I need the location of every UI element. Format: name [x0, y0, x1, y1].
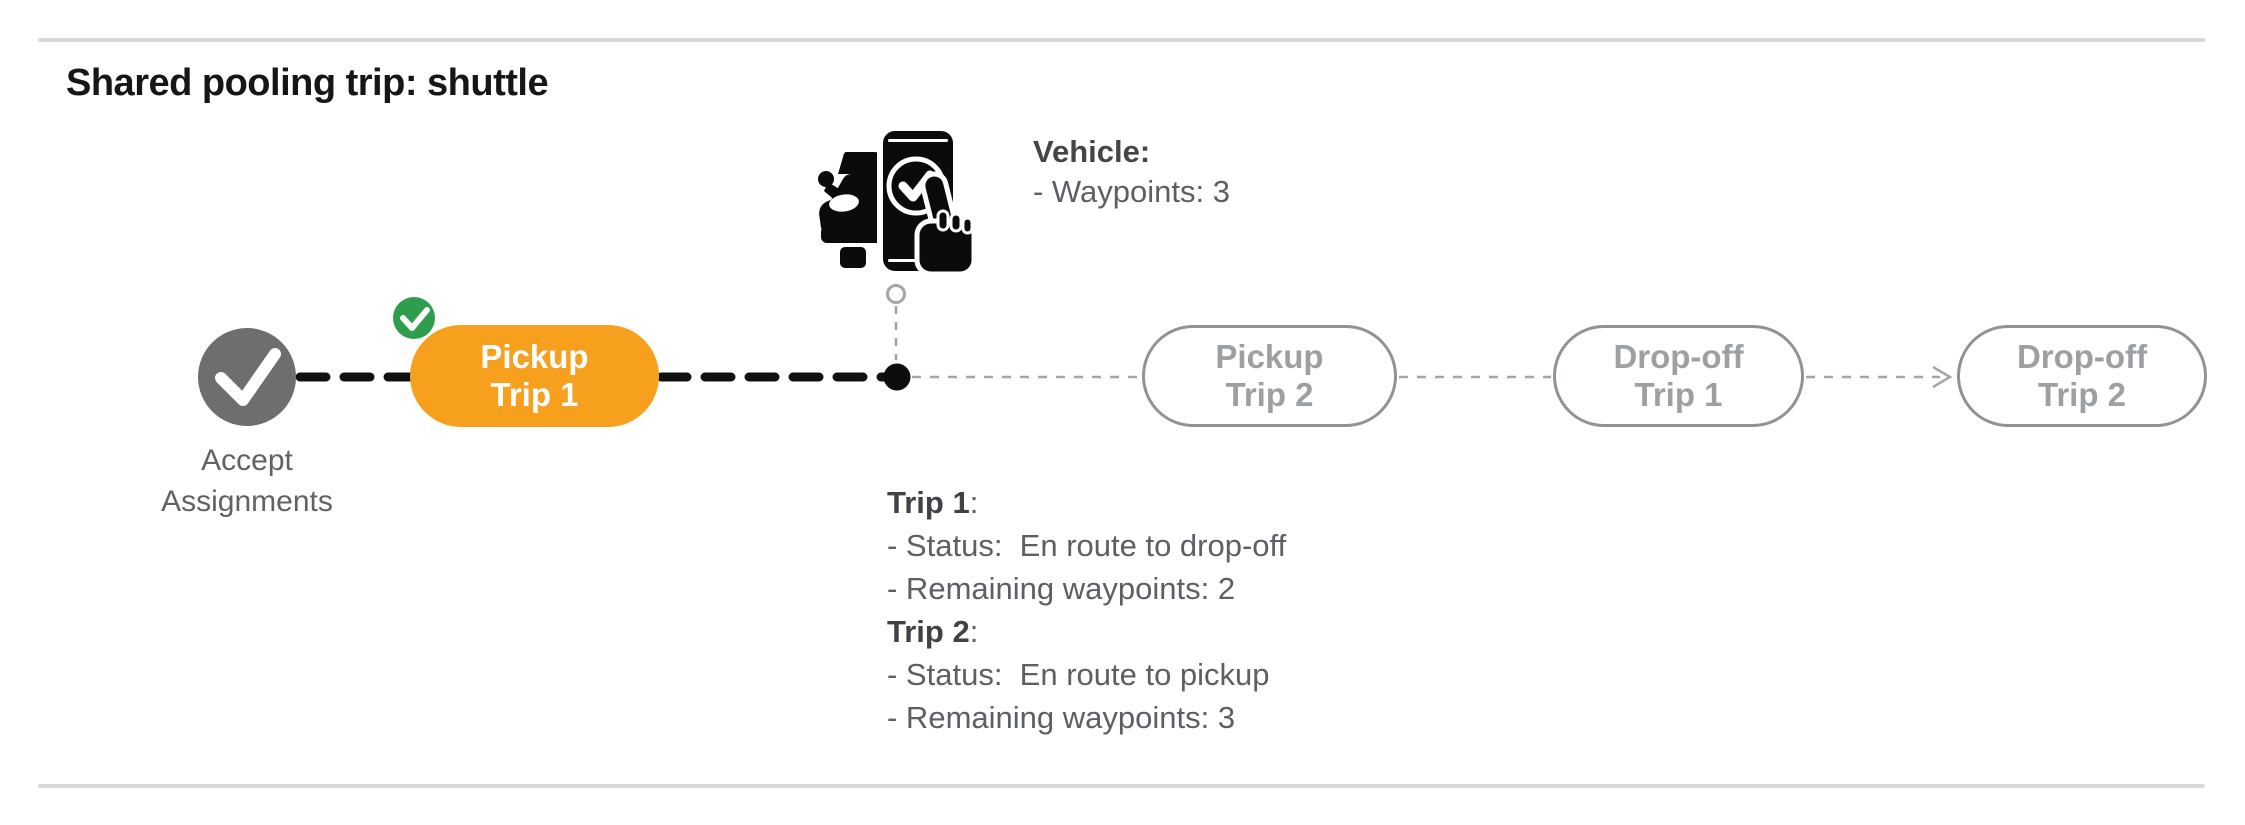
- top-divider: [38, 38, 2205, 42]
- trip2-heading: Trip 2:: [887, 614, 979, 649]
- car-with-phone-check-icon: [818, 125, 977, 277]
- vehicle-position-dot: [883, 363, 911, 391]
- vehicle-anchor-circle: [886, 284, 906, 304]
- vehicle-waypoints: - Waypoints: 3: [1033, 174, 1230, 209]
- check-icon: [215, 348, 281, 406]
- pill-label-line2: Trip 2: [2037, 376, 2127, 413]
- check-badge-icon: [393, 297, 435, 339]
- pill-label-line1: Drop-off: [2016, 338, 2148, 375]
- stage-pill-pickup-trip-2: Pickup Trip 2: [1142, 325, 1397, 427]
- pill-label-line2: Trip 2: [1225, 376, 1314, 413]
- trip1-status: - Status: En route to drop-off: [887, 528, 1287, 563]
- accept-assignments-node: [198, 328, 296, 426]
- bottom-divider: [38, 784, 2205, 788]
- trip2-status: - Status: En route to pickup: [887, 657, 1270, 692]
- pill-label-line1: Pickup: [480, 338, 589, 375]
- stage-pill-dropoff-trip-1: Drop-off Trip 1: [1553, 325, 1804, 427]
- page-title: Shared pooling trip: shuttle: [66, 62, 549, 104]
- pill-label-line2: Trip 1: [1634, 376, 1723, 413]
- trip1-remaining-waypoints: - Remaining waypoints: 2: [887, 571, 1236, 606]
- trip-status-block: Trip 1: - Status: En route to drop-off -…: [887, 481, 1286, 739]
- trip2-remaining-waypoints: - Remaining waypoints: 3: [887, 700, 1236, 735]
- vehicle-info: Vehicle: - Waypoints: 3: [1033, 132, 1230, 212]
- arrowhead-icon: [1932, 365, 1953, 389]
- vehicle-info-heading: Vehicle:: [1033, 134, 1151, 169]
- stage-pill-dropoff-trip-2: Drop-off Trip 2: [1957, 325, 2207, 427]
- trip1-heading: Trip 1:: [887, 485, 979, 520]
- pill-label-line2: Trip 1: [490, 376, 579, 413]
- pill-label-line1: Pickup: [1215, 338, 1324, 375]
- pill-label-line1: Drop-off: [1613, 338, 1744, 375]
- stage-pill-pickup-trip-1: Pickup Trip 1: [410, 325, 659, 427]
- accept-assignments-label: Accept Assignments: [161, 444, 333, 518]
